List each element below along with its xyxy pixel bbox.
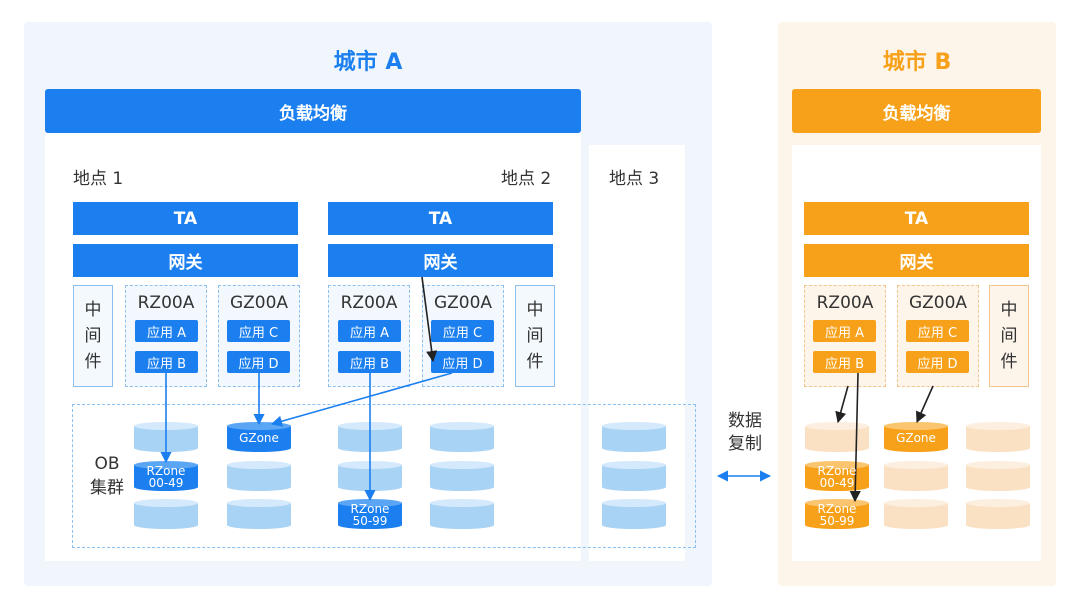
site-2-label: 地点 2 [501,169,552,189]
middleware-char: 件 [1000,352,1018,372]
site-1-gateway: 网关 [73,244,298,277]
site-1-ta: TA [73,202,298,235]
db-disk [602,461,666,491]
rzone-50-99-disk [338,499,402,529]
middleware-char: 间 [1000,326,1018,346]
db-disk [602,499,666,529]
middleware-char: 间 [526,326,544,346]
site-1-rzone-title: RZ00A [137,293,195,313]
site-1-app-b: 应用 B [135,351,198,373]
db-disk [227,499,291,529]
replication-line: 复制 [728,434,762,454]
site-2-rzone-title: RZ00A [340,293,398,313]
middleware-char: 间 [84,326,102,346]
city-a-title: 城市 A [333,50,403,75]
ob-cluster-box [72,404,696,548]
db-disk [430,499,494,529]
rzone-00-49-disk [805,461,869,491]
db-disk [227,461,291,491]
city-b-title: 城市 B [882,50,952,75]
site-2-gzone-title: GZ00A [433,293,493,313]
city-b-arrow-to-disk [835,385,849,424]
city-a-site-3-area [589,145,685,561]
replication-line: 数据 [728,411,762,431]
site-2-middleware: 中 间 件 [515,285,555,387]
db-disk [966,461,1030,491]
db-disk [134,499,198,529]
site-2-app-a: 应用 A [338,320,401,342]
city-b-app-a: 应用 A [813,320,876,342]
ob-label-line: 集群 [90,478,124,498]
db-disk [602,422,666,452]
arrow-site2-app-d-to-gzone [270,372,453,427]
site-1-gzone-title: GZ00A [229,293,289,313]
city-b-gzone-title: GZ00A [908,293,968,313]
site-3-label: 地点 3 [609,169,660,189]
city-b-gzone-label: GZone [896,431,936,445]
city-b-load-balancer: 负载均衡 [792,89,1041,133]
middleware-char: 中 [1000,300,1018,320]
site-2-gateway: 网关 [328,244,553,277]
ob-label-line: OB [94,454,120,474]
db-disk [805,422,869,452]
site-2-app-b: 应用 B [338,351,401,373]
site-1-app-c: 应用 C [227,320,290,342]
middleware-char: 中 [84,300,102,320]
rzone-00-49-disk [134,461,198,491]
site-1-middleware: 中 间 件 [73,285,113,387]
data-replication-label: 数据 复制 [712,410,778,456]
middleware-char: 件 [84,352,102,372]
db-disk [966,422,1030,452]
arrow-gateway-to-app-d [421,276,438,363]
city-b-arrow-to-gzone [915,385,934,424]
city-b-rzone-title: RZ00A [816,293,874,313]
city-b-middleware: 中 间 件 [989,285,1029,387]
city-b-app-d: 应用 D [906,351,969,373]
db-disk [430,461,494,491]
site-2-ta: TA [328,202,553,235]
city-b-arrow-to-rzone-50-99 [849,372,861,503]
city-b-app-b: 应用 B [813,351,876,373]
middleware-char: 件 [526,352,544,372]
site-1-app-d: 应用 D [227,351,290,373]
city-b-app-c: 应用 C [906,320,969,342]
city-b-ta: TA [804,202,1029,235]
site-1-app-a: 应用 A [135,320,198,342]
city-a-load-balancer: 负载均衡 [45,89,581,133]
db-disk [430,422,494,452]
db-disk [884,461,948,491]
site-1-label: 地点 1 [73,169,124,189]
ob-cluster-label: OB 集群 [82,452,132,500]
gzone-disk [884,422,948,452]
db-disk [884,499,948,529]
middleware-char: 中 [526,300,544,320]
gzone-label: GZone [239,431,279,445]
city-b-gateway: 网关 [804,244,1029,277]
db-disk [966,499,1030,529]
site-2-app-d: 应用 D [431,351,494,373]
site-2-app-c: 应用 C [431,320,494,342]
